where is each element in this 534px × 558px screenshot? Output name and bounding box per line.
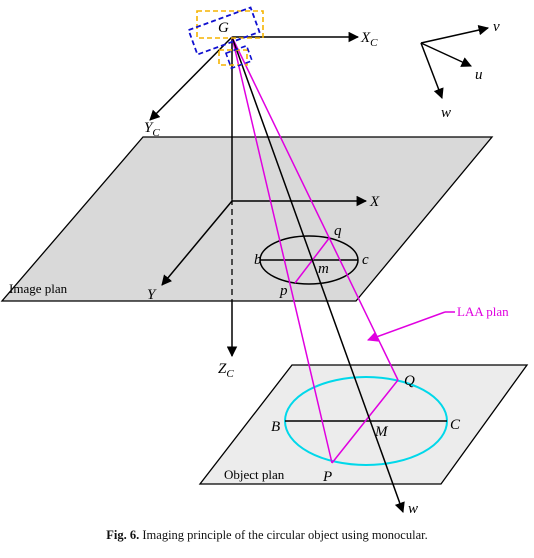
label-X: X xyxy=(369,194,380,210)
label-c: c xyxy=(362,252,369,268)
label-Yc: YC xyxy=(144,120,160,139)
camera-box-blue xyxy=(187,6,261,56)
image-plane-label: Image plan xyxy=(9,281,68,296)
label-Y: Y xyxy=(147,287,157,303)
laa-label: LAA plan xyxy=(457,304,509,319)
label-w-axis: w xyxy=(441,105,451,121)
label-p: p xyxy=(279,283,288,299)
camera-box-yellow xyxy=(196,10,264,39)
label-Zc: ZC xyxy=(218,361,234,380)
ray-to-Q xyxy=(231,36,399,381)
label-q: q xyxy=(334,223,342,239)
object-chord-pq xyxy=(331,379,399,464)
v-axis xyxy=(420,24,490,44)
object-plane-label: Object plan xyxy=(224,467,285,482)
label-Xc: XC xyxy=(360,30,378,49)
ray-to-P xyxy=(231,36,333,464)
label-C: C xyxy=(450,417,461,433)
label-b: b xyxy=(254,252,262,268)
label-G: G xyxy=(218,20,229,36)
label-Q: Q xyxy=(404,373,415,389)
yc-axis xyxy=(149,36,233,121)
ray-w xyxy=(231,36,405,513)
label-u: u xyxy=(475,67,483,83)
label-m: m xyxy=(318,261,329,277)
camera-box-yellow-small xyxy=(218,49,248,66)
caption-prefix: Fig. 6. xyxy=(106,528,140,542)
image-plane xyxy=(0,136,494,302)
w-axis xyxy=(420,42,444,99)
label-M: M xyxy=(374,424,389,440)
u-axis xyxy=(420,42,472,67)
camera-box-blue-small xyxy=(224,44,254,70)
label-v: v xyxy=(493,19,500,35)
image-y-axis xyxy=(161,200,233,286)
figure-caption: Fig. 6. Imaging principle of the circula… xyxy=(0,528,534,543)
label-P: P xyxy=(322,469,332,485)
laa-arrow xyxy=(367,311,446,342)
label-w-ray: w xyxy=(408,501,418,517)
caption-text: Imaging principle of the circular object… xyxy=(142,528,428,542)
label-B: B xyxy=(271,419,280,435)
